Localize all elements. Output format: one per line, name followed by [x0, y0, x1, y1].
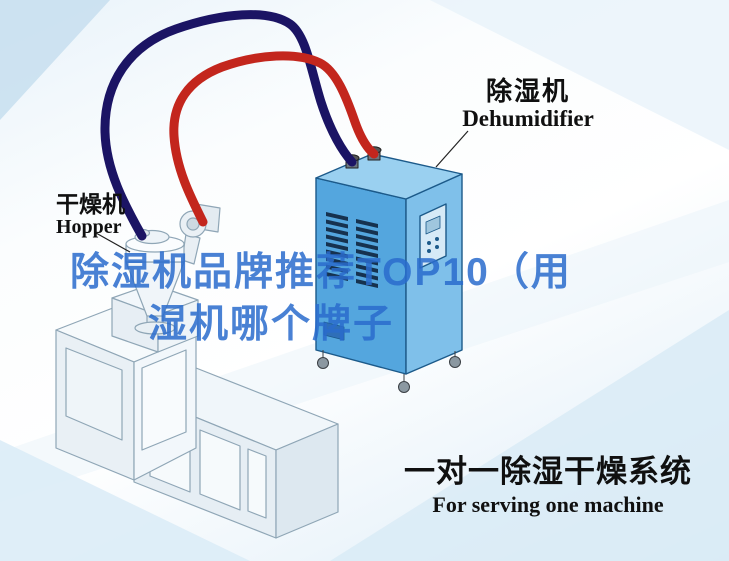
pointer-lines: [95, 130, 469, 253]
bg-bottom-right-triangle: [330, 310, 729, 561]
system-caption-zh: 一对一除湿干燥系统: [404, 454, 692, 489]
extruder-door-panel: [199, 429, 241, 511]
watermark-line2: 湿机哪个牌子: [148, 303, 395, 346]
extruder-machine: [55, 283, 339, 539]
system-caption: 一对一除湿干燥系统 For serving one machine: [400, 454, 696, 517]
hopper-label-zh: 干燥机: [56, 191, 125, 217]
gearbox-side: [157, 299, 199, 353]
dehumidifier-label-zh: 除湿机: [485, 76, 570, 106]
dehumidifier-label: 除湿机 Dehumidifier: [452, 76, 604, 132]
bg-top-right-band: [430, 0, 729, 150]
brand-sticker: [323, 321, 345, 341]
caster-wheels: [317, 350, 461, 393]
watermark-line1: 除湿机品牌推荐TOP10（用: [70, 251, 572, 294]
control-buttons: [427, 237, 439, 253]
bg-top-left-triangle: [0, 0, 110, 120]
system-caption-en: For serving one machine: [432, 491, 664, 517]
extruder-door-panel: [247, 448, 267, 519]
extruder-tower-door: [141, 349, 187, 451]
bg-bottom-left-triangle: [0, 440, 250, 561]
extruder-body-end: [275, 423, 339, 539]
red-air-pipe: [169, 51, 379, 227]
blue-air-pipe: [100, 10, 357, 241]
hopper-pointer-line: [95, 232, 131, 253]
dehumidifier-unit: [315, 146, 463, 393]
hopper-label-en: Hopper: [56, 216, 122, 239]
dehumidifier-pointer-line: [435, 130, 469, 168]
air-pipes: [100, 10, 379, 241]
extruder-tower-door: [65, 347, 123, 441]
hopper-flange: [134, 321, 176, 335]
vent-grille: [326, 212, 378, 288]
hopper-label: 干燥机 Hopper: [56, 192, 125, 238]
control-display: [425, 215, 441, 235]
dehumidifier-label-en: Dehumidifier: [462, 106, 594, 132]
